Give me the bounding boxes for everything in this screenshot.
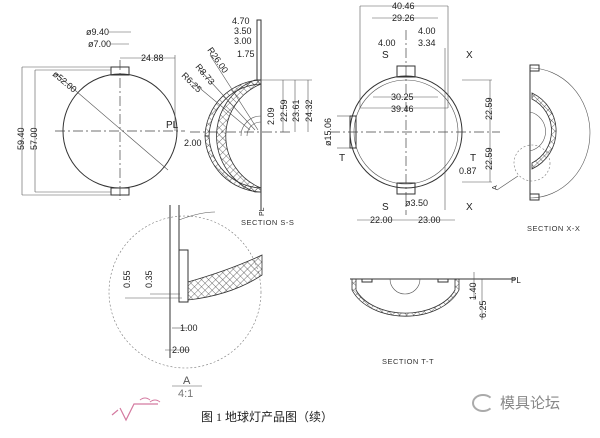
section-x-view: SECTION X-X [496, 64, 591, 233]
dim-offset: 24.88 [141, 53, 164, 63]
dim-d: 2.00 [172, 345, 190, 355]
parting-line-label: PL [511, 276, 521, 285]
dim-top-height: 22.59 [484, 97, 494, 120]
detail-a-view: 0.55 0.35 1.00 2.00 A 4:1 [108, 205, 263, 400]
dim-width-30: 30.25 [391, 92, 414, 102]
section-mark-s-top: S [382, 50, 389, 61]
dim-right: 23.00 [418, 215, 441, 225]
section-mark-x-top: X [466, 50, 473, 61]
section-title: SECTION X-X [527, 224, 580, 233]
dim-a: 4.70 [232, 16, 250, 26]
section-title: SECTION T-T [382, 357, 434, 366]
dim-b: 0.35 [144, 270, 154, 288]
parting-line-label: PL [259, 207, 266, 216]
detail-mark: A [492, 185, 499, 190]
parting-line-label: PL [166, 120, 179, 131]
signature-mark [111, 397, 161, 422]
dim-c: 3.00 [234, 36, 252, 46]
dim-inner-width: 29.26 [392, 13, 415, 23]
dim-tab-left: 4.00 [378, 38, 396, 48]
dim-left: 22.00 [370, 215, 393, 225]
section-mark-x-bottom: X [466, 202, 473, 213]
dim-tab-offset: 3.34 [418, 38, 436, 48]
dim-h4: 24.32 [304, 99, 314, 122]
dim-c: 1.00 [180, 323, 198, 333]
watermark: 模具论坛 [472, 392, 560, 413]
dim-h1: 1.40 [468, 282, 478, 300]
detail-scale: 4:1 [178, 388, 193, 400]
section-s-view: 4.70 3.50 3.00 1.75 R26.00 R8.73 R6.25 2… [180, 16, 314, 227]
dim-d: 1.75 [237, 49, 255, 59]
dim-sphere-diameter: ø52.00 [51, 69, 79, 95]
wechat-logo-icon [472, 393, 494, 412]
dim-pin-diameter: ø3.50 [405, 198, 428, 208]
dim-h1: 2.09 [266, 107, 276, 125]
dim-bottom-height: 22.59 [484, 147, 494, 170]
dim-h2: 22.59 [279, 99, 289, 122]
dim-thickness: 2.00 [184, 138, 202, 148]
dim-overall-width: 40.46 [392, 1, 415, 11]
dim-tab-right: 4.00 [418, 26, 436, 36]
dim-side-diameter: ø15.06 [323, 118, 333, 146]
dim-gap: 0.87 [459, 166, 477, 176]
dim-a: 0.55 [122, 270, 132, 288]
section-mark-t-left: T [339, 153, 345, 164]
dim-overall-height: 59.40 [16, 127, 26, 150]
section-mark-s-bottom: S [382, 202, 389, 213]
dim-outer-diameter: ø9.40 [86, 27, 109, 37]
front-view: ø9.40 ø7.00 24.88 ø52.00 59.40 57.00 PL [16, 27, 185, 200]
section-t-view: 1.40 6.25 PL SECTION T-T [350, 272, 521, 366]
dim-h3: 23.61 [291, 99, 301, 122]
watermark-text: 模具论坛 [500, 394, 561, 412]
section-mark-t-right: T [470, 153, 476, 164]
dim-width-39: 39.46 [391, 104, 414, 114]
dim-b: 3.50 [234, 26, 252, 36]
dim-body-height: 57.00 [29, 127, 39, 150]
dim-inner-diameter: ø7.00 [88, 39, 111, 49]
detail-label: A [183, 375, 191, 387]
section-title: SECTION S-S [241, 218, 294, 227]
top-view: 40.46 29.26 4.00 4.00 3.34 30.25 39.46 ø… [323, 1, 500, 225]
figure-caption: 图 1 地球灯产品图（续） [201, 410, 334, 424]
dim-h2: 6.25 [478, 300, 488, 318]
